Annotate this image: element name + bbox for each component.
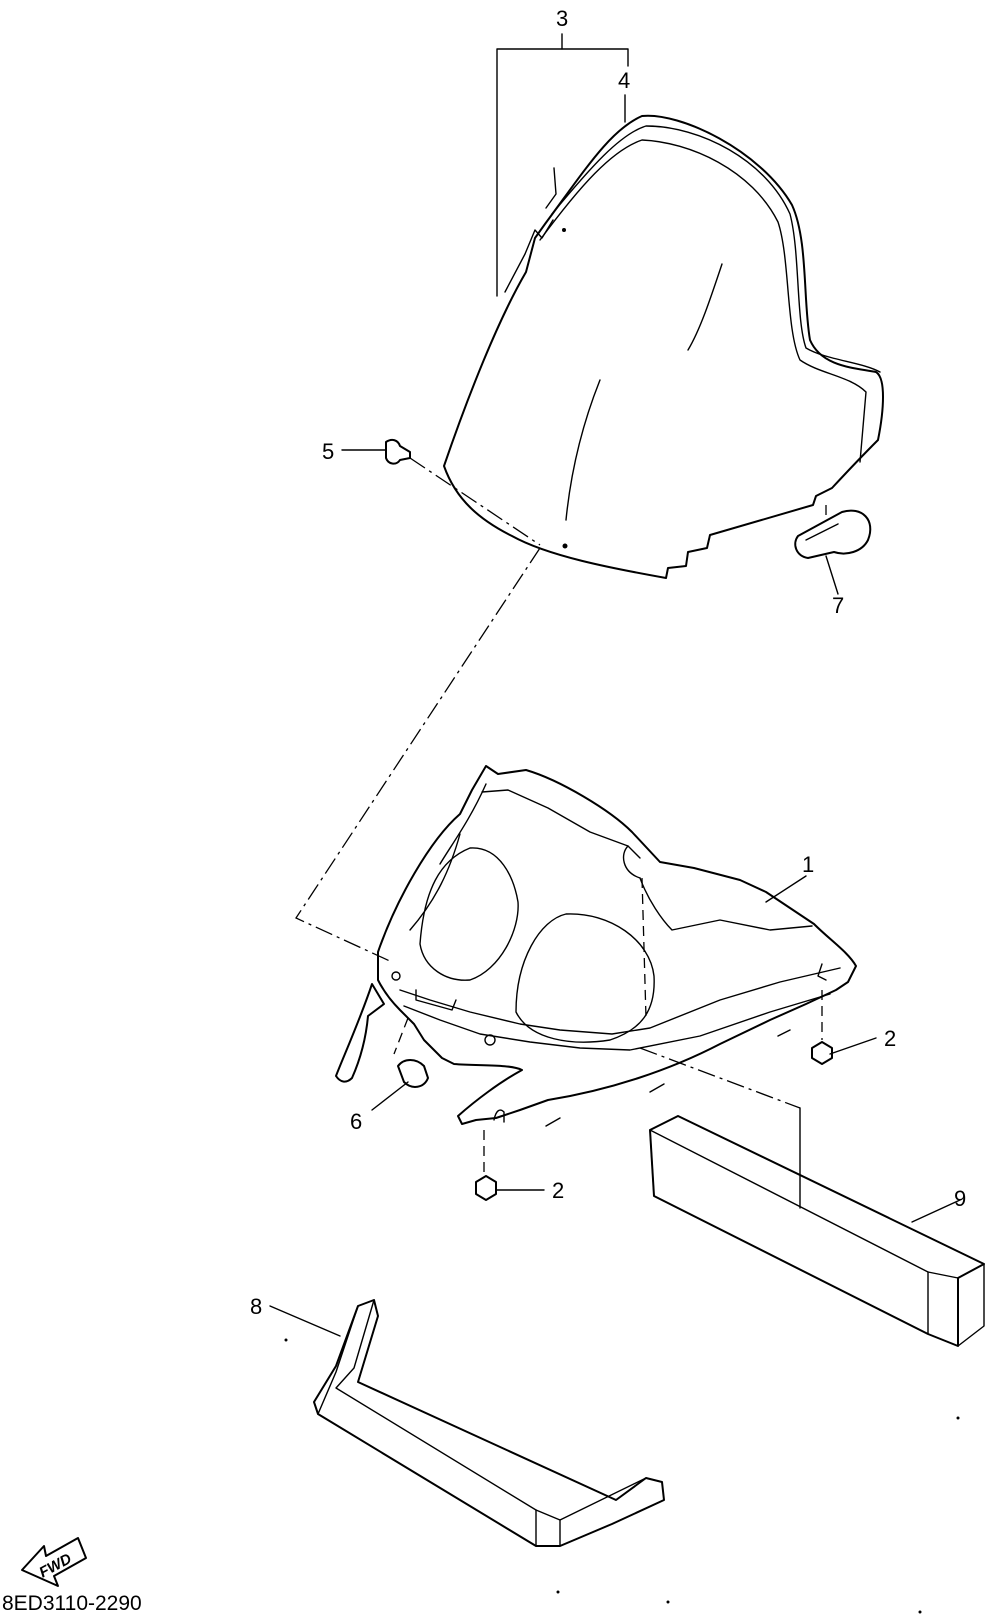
windscreen-outline <box>443 114 884 579</box>
screw-part-5 <box>341 438 541 546</box>
foam-block-body <box>649 1115 985 1347</box>
windscreen-rim-inner <box>539 139 867 463</box>
callout-6: 6 <box>350 1109 362 1134</box>
mount-hole <box>391 971 401 981</box>
bolt-part-2a <box>811 990 877 1065</box>
callout-2a-leader <box>829 1037 877 1055</box>
mount-hole <box>484 1034 496 1046</box>
callout-2b: 2 <box>552 1178 564 1203</box>
callout-6-leader <box>371 1081 409 1111</box>
clip-part-6 <box>371 1017 429 1111</box>
bolt-part-2b <box>475 1130 545 1201</box>
callout-7-leader <box>825 555 839 595</box>
callout-4: 4 <box>618 68 630 93</box>
seal-strip-part-8 <box>269 1299 665 1547</box>
callout-9: 9 <box>954 1186 966 1211</box>
diagram-code: 8ED3110-2290 <box>2 1592 142 1615</box>
fwd-arrow-icon: FWD <box>21 1537 87 1587</box>
callout-8-leader <box>269 1305 341 1337</box>
callout-7: 7 <box>832 593 844 618</box>
windscreen-part <box>443 33 884 579</box>
callout-8: 8 <box>250 1294 262 1319</box>
alignment-line <box>295 547 541 963</box>
foam-block-part-9 <box>649 1107 985 1347</box>
callout-3: 3 <box>556 6 568 31</box>
callout-5: 5 <box>322 439 334 464</box>
headlight-left <box>419 847 519 981</box>
seal-strip-body <box>313 1299 665 1547</box>
cowl-outline <box>377 765 857 1125</box>
callout-2a: 2 <box>884 1026 896 1051</box>
callout-1-leader <box>765 875 807 903</box>
callout-3-bracket <box>496 48 629 297</box>
callout-9-leader <box>911 1199 961 1223</box>
nut-part-7 <box>794 505 872 595</box>
screen-hole <box>562 543 568 549</box>
callout-1: 1 <box>802 852 814 877</box>
headlight-right <box>515 913 655 1043</box>
upper-cowl-part <box>335 765 857 1127</box>
